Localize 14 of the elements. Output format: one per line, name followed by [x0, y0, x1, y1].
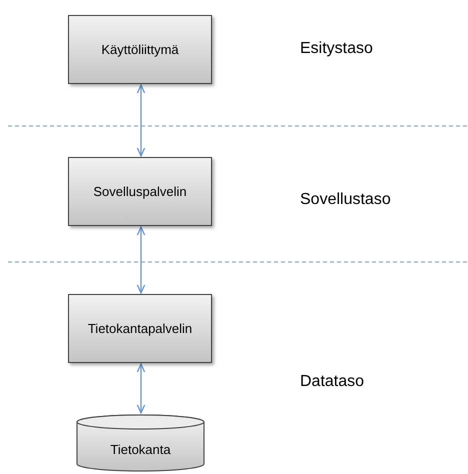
server-box	[68, 157, 212, 226]
server-box	[68, 294, 212, 363]
tier-label: Esitystaso	[300, 40, 373, 58]
double-arrow	[136, 363, 146, 414]
node-label: Tietokantapalvelin	[88, 321, 192, 336]
tier-label: Datataso	[300, 373, 364, 391]
server-box	[68, 15, 212, 84]
node-label: Sovelluspalvelin	[93, 184, 187, 199]
tier-label: Sovellustaso	[300, 191, 391, 209]
node-label: Tietokanta	[110, 442, 171, 456]
double-arrow	[136, 84, 146, 157]
node-label: Käyttöliittymä	[101, 42, 179, 57]
database-cylinder	[76, 414, 205, 472]
double-arrow	[136, 226, 146, 294]
